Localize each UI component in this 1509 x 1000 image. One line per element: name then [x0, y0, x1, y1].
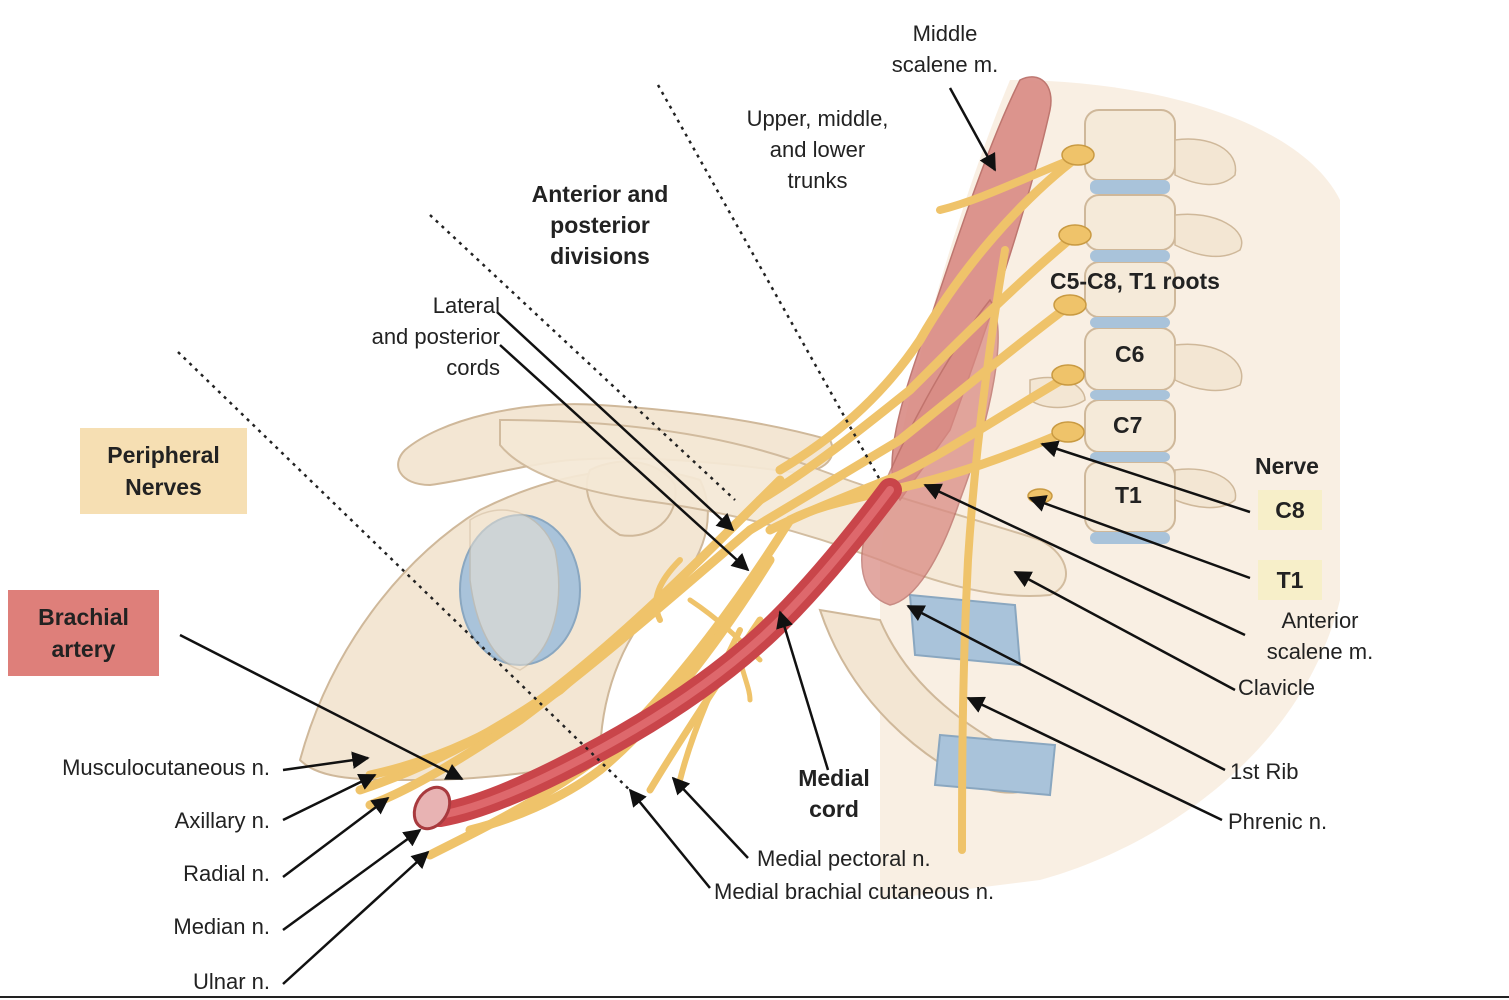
artery-cut-end: [412, 785, 452, 831]
brachial-artery-box: Brachial artery: [8, 590, 159, 676]
label-median: Median n.: [173, 914, 270, 939]
label-medial-pectoral: Medial pectoral n.: [757, 846, 931, 871]
label-roots: C5-C8, T1 roots: [1050, 268, 1220, 294]
label-medial-cord: Medial cord: [798, 765, 870, 822]
leader-arrows: [179, 87, 1251, 985]
brachial-plexus: [355, 150, 1085, 860]
label-c6: C6: [1115, 341, 1145, 367]
tag-c8: C8: [1258, 490, 1322, 530]
tag-t1: T1: [1258, 560, 1322, 600]
label-ulnar: Ulnar n.: [192, 969, 270, 994]
bottom-border: [0, 996, 1509, 998]
vertebral-column: [1029, 109, 1243, 544]
label-musculocutaneous: Musculocutaneous n.: [62, 755, 270, 780]
humeral-head: [469, 509, 560, 671]
label-clavicle: Clavicle: [1238, 675, 1316, 700]
anterior-scalene-muscle: [861, 298, 999, 606]
label-middle-scalene: Middle scalene m.: [891, 21, 999, 77]
label-trunks: Upper, middle, and lower trunks: [746, 106, 889, 193]
division-lines: [177, 84, 882, 801]
label-c7: C7: [1113, 412, 1143, 438]
label-divisions: Anterior and posterior divisions: [531, 181, 669, 269]
label-first-rib: 1st Rib: [1230, 759, 1299, 784]
label-nerve: Nerve: [1255, 453, 1319, 479]
label-medial-brachial-cutaneous: Medial brachial cutaneous n.: [714, 879, 995, 904]
label-lateral-posterior-cords: Lateral and posterior cords: [371, 293, 500, 380]
phrenic-nerve: [958, 246, 1009, 854]
label-phrenic: Phrenic n.: [1228, 809, 1328, 834]
label-radial: Radial n.: [183, 861, 270, 886]
label-t1-vertebra: T1: [1115, 482, 1142, 508]
artery-highlight: [436, 486, 894, 819]
peripheral-nerves-box: Peripheral Nerves: [80, 428, 247, 514]
label-anterior-scalene: Anterior scalene m.: [1266, 608, 1374, 664]
label-axillary: Axillary n.: [174, 808, 270, 833]
rib-cartilage-lower: [933, 733, 1057, 797]
